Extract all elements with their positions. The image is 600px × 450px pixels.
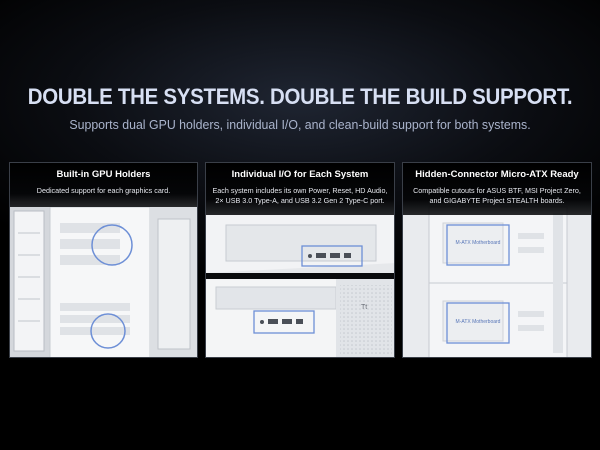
panel-description: Each system includes its own Power, Rese… (212, 186, 388, 205)
motherboard-outline-bottom (446, 302, 510, 344)
panel-title: Hidden-Connector Micro-ATX Ready (415, 169, 579, 180)
gpu-holder-highlight-bottom (90, 313, 126, 349)
io-highlight-top (301, 245, 363, 267)
subheadline: Supports dual GPU holders, individual I/… (69, 117, 531, 132)
panel-description: Dedicated support for each graphics card… (36, 186, 171, 195)
panel-title: Individual I/O for Each System (231, 169, 369, 180)
panel-description: Compatible cutouts for ASUS BTF, MSI Pro… (413, 186, 581, 205)
panel-caption: Individual I/O for Each System Each syst… (206, 163, 394, 215)
panel-caption: Hidden-Connector Micro-ATX Ready Compati… (403, 163, 591, 215)
panel-micro-atx: M-ATX Motherboard M-ATX Motherboard Hidd… (402, 162, 592, 358)
headline: DOUBLE THE SYSTEMS. DOUBLE THE BUILD SUP… (27, 84, 573, 109)
panel-individual-io: Tt Individual I/O for Each System Each s… (205, 162, 395, 358)
motherboard-label-top: M-ATX Motherboard (456, 240, 501, 246)
brand-logo: Tt (361, 304, 367, 311)
panel-gpu-holders: Built-in GPU Holders Dedicated support f… (9, 162, 198, 358)
gpu-holder-highlight-top (91, 224, 133, 266)
motherboard-label-bottom: M-ATX Motherboard (456, 319, 501, 325)
panel-caption: Built-in GPU Holders Dedicated support f… (10, 163, 197, 207)
motherboard-outline-top (446, 224, 510, 266)
panel-title: Built-in GPU Holders (56, 169, 151, 180)
io-highlight-bottom (253, 310, 315, 334)
